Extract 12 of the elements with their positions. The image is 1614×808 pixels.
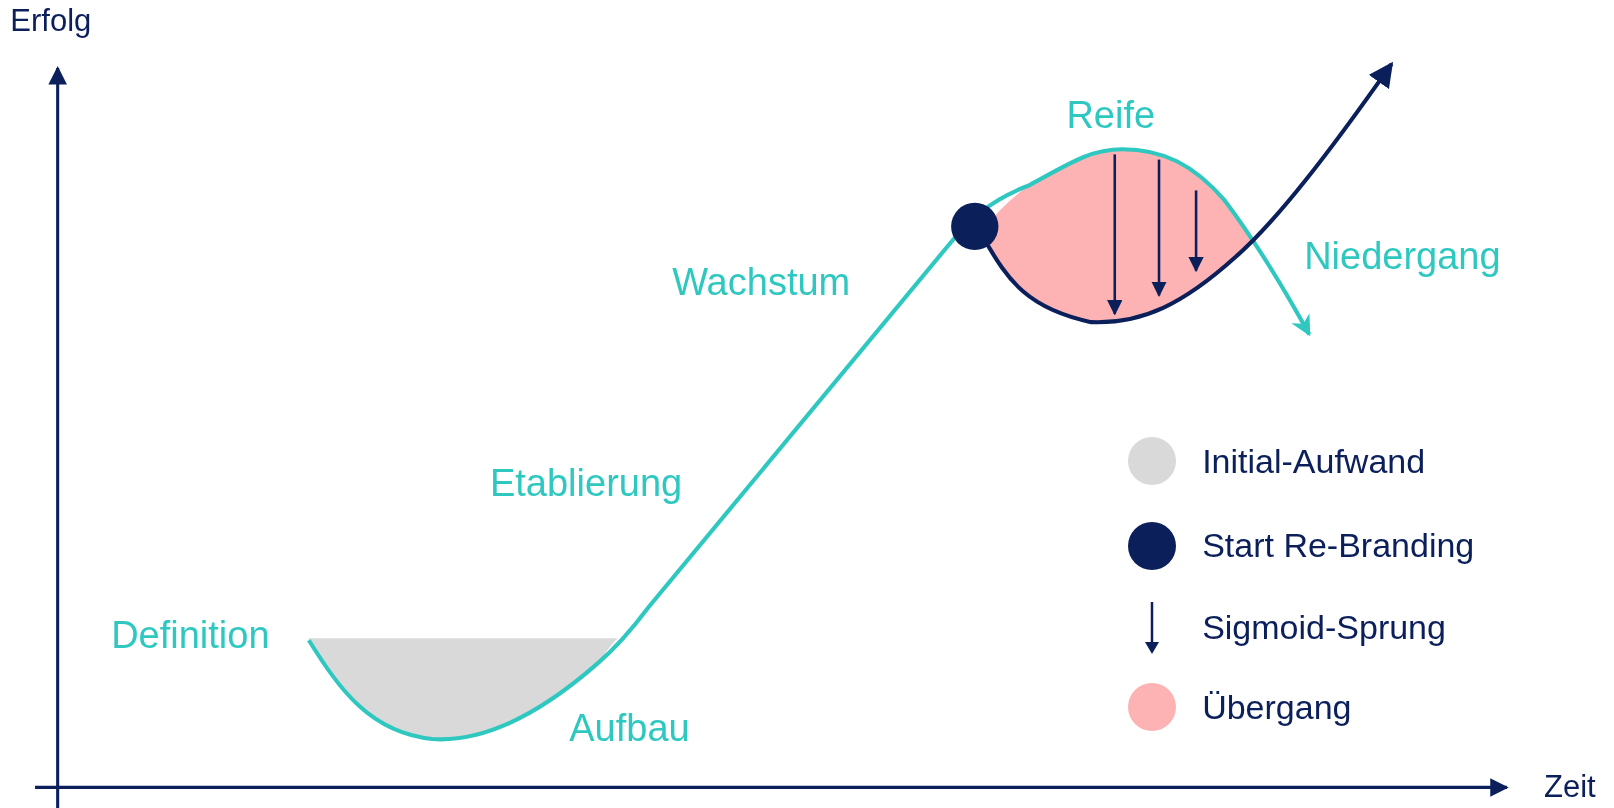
legend-label: Initial-Aufwand	[1202, 441, 1426, 481]
legend-label: Start Re-Branding	[1202, 526, 1475, 566]
axis-or-phase-label: Niedergang	[1304, 236, 1501, 279]
axis-or-phase-label: Etablierung	[489, 462, 683, 505]
legend-label: Übergang	[1202, 687, 1352, 727]
axis-or-phase-label: Aufbau	[569, 707, 690, 750]
axis-or-phase-label: Reife	[1066, 95, 1156, 138]
axis-or-phase-label: Wachstum	[672, 262, 851, 304]
legend-label: Sigmoid-Sprung	[1202, 608, 1446, 648]
axis-or-phase-label: Definition	[111, 615, 270, 657]
axis-or-phase-label: Erfolg	[10, 3, 92, 38]
axis-or-phase-label: Zeit	[1544, 770, 1596, 805]
